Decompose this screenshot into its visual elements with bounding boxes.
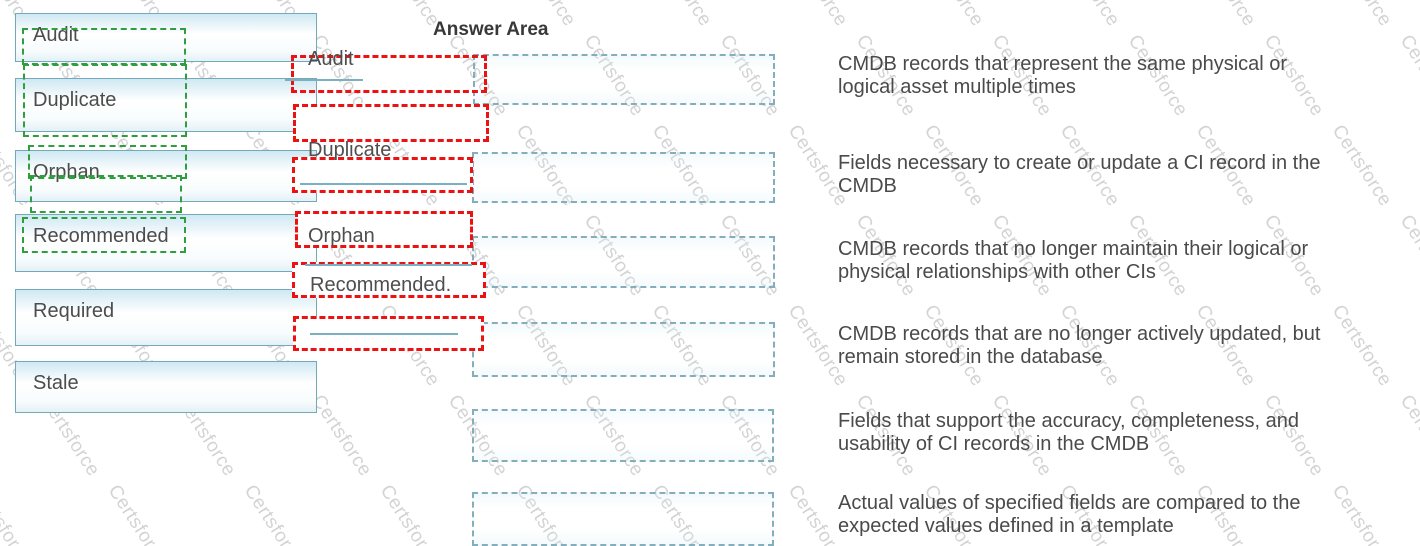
watermark-text: Certsforce bbox=[1191, 0, 1260, 31]
description-item-5: Fields that support the accuracy, comple… bbox=[838, 410, 1299, 456]
description-line: Fields necessary to create or update a C… bbox=[838, 152, 1321, 174]
watermark-text: Certsforce bbox=[239, 481, 308, 546]
source-item-label: Duplicate bbox=[33, 89, 117, 111]
answer-area-title: Answer Area bbox=[433, 19, 549, 40]
drop-indicator bbox=[291, 55, 487, 93]
answer-slot-4[interactable] bbox=[472, 322, 775, 377]
source-item-recommended[interactable]: Recommended bbox=[15, 214, 317, 272]
watermark-text: Certsforce bbox=[1327, 481, 1396, 546]
watermark-text: Certsforce bbox=[783, 0, 852, 31]
description-item-3: CMDB records that no longer maintain the… bbox=[838, 238, 1308, 284]
drag-ghost-outline bbox=[23, 64, 187, 137]
token-box-edge bbox=[300, 183, 467, 185]
description-item-2: Fields necessary to create or update a C… bbox=[838, 152, 1320, 198]
answer-slot-3[interactable] bbox=[472, 236, 775, 288]
dropped-item-duplicate[interactable]: Duplicate bbox=[308, 139, 392, 161]
source-item-label: Recommended bbox=[33, 225, 169, 247]
source-item-stale[interactable]: Stale bbox=[15, 361, 317, 413]
watermark-text: Certsforce bbox=[647, 0, 716, 31]
watermark-text: Certsforce bbox=[375, 481, 444, 546]
token-box-edge bbox=[285, 79, 363, 81]
source-item-label: Required bbox=[33, 300, 115, 322]
description-line: logical asset multiple times bbox=[838, 76, 1076, 98]
description-line: CMDB records that are no longer actively… bbox=[838, 323, 1321, 345]
source-item-duplicate[interactable]: Duplicate bbox=[15, 78, 317, 132]
description-line: usability of CI records in the CMDB bbox=[838, 433, 1150, 455]
description-item-1: CMDB records that represent the same phy… bbox=[838, 53, 1287, 99]
drop-indicator bbox=[293, 104, 489, 142]
dropped-item-orphan[interactable]: Orphan bbox=[308, 225, 375, 247]
description-line: remain stored in the database bbox=[838, 346, 1103, 368]
watermark-text: Certsforce bbox=[1395, 391, 1420, 481]
watermark-text: Certsforce bbox=[1395, 31, 1420, 121]
token-box-edge bbox=[310, 333, 458, 335]
watermark-text: Certsforce bbox=[1327, 121, 1396, 211]
watermark-text: Certsforce bbox=[919, 0, 988, 31]
description-line: expected values defined in a template bbox=[838, 515, 1174, 537]
source-item-label: Stale bbox=[33, 372, 79, 394]
watermark-text: Certsforce bbox=[0, 481, 36, 546]
drag-ghost-outline bbox=[28, 145, 187, 179]
watermark-text: Certsforce bbox=[103, 481, 172, 546]
drop-indicator bbox=[292, 262, 486, 298]
watermark-text: Certsforce bbox=[1327, 0, 1396, 31]
answer-slot-2[interactable] bbox=[472, 152, 775, 203]
description-item-4: CMDB records that are no longer actively… bbox=[838, 323, 1320, 369]
description-item-6: Actual values of specified fields are co… bbox=[838, 492, 1300, 538]
drop-indicator bbox=[292, 157, 473, 193]
watermark-text: Certsforce bbox=[1055, 0, 1124, 31]
description-line: CMDB records that represent the same phy… bbox=[838, 53, 1288, 75]
description-line: CMDB records that no longer maintain the… bbox=[838, 238, 1309, 260]
description-line: CMDB bbox=[838, 175, 897, 197]
description-line: Fields that support the accuracy, comple… bbox=[838, 410, 1299, 432]
drop-indicator bbox=[295, 211, 473, 248]
watermark-text: Certsforce bbox=[307, 391, 376, 481]
answer-slot-1[interactable] bbox=[473, 54, 775, 105]
drag-ghost-outline bbox=[30, 175, 182, 213]
drag-ghost-outline bbox=[22, 28, 186, 65]
dropped-item-recommended[interactable]: Recommended. bbox=[310, 274, 452, 296]
token-box-edge bbox=[305, 264, 472, 266]
drag-ghost-outline bbox=[22, 217, 186, 253]
description-line: physical relationships with other CIs bbox=[838, 261, 1156, 283]
answer-slot-6[interactable] bbox=[472, 492, 774, 546]
description-line: Actual values of specified fields are co… bbox=[838, 492, 1301, 514]
watermark-text: Certsforce bbox=[1327, 301, 1396, 391]
answer-slot-5[interactable] bbox=[472, 409, 774, 462]
source-item-required[interactable]: Required bbox=[15, 289, 317, 346]
dropped-item-audit[interactable]: Audit bbox=[308, 48, 354, 70]
watermark-text: Certsforce bbox=[1395, 211, 1420, 301]
